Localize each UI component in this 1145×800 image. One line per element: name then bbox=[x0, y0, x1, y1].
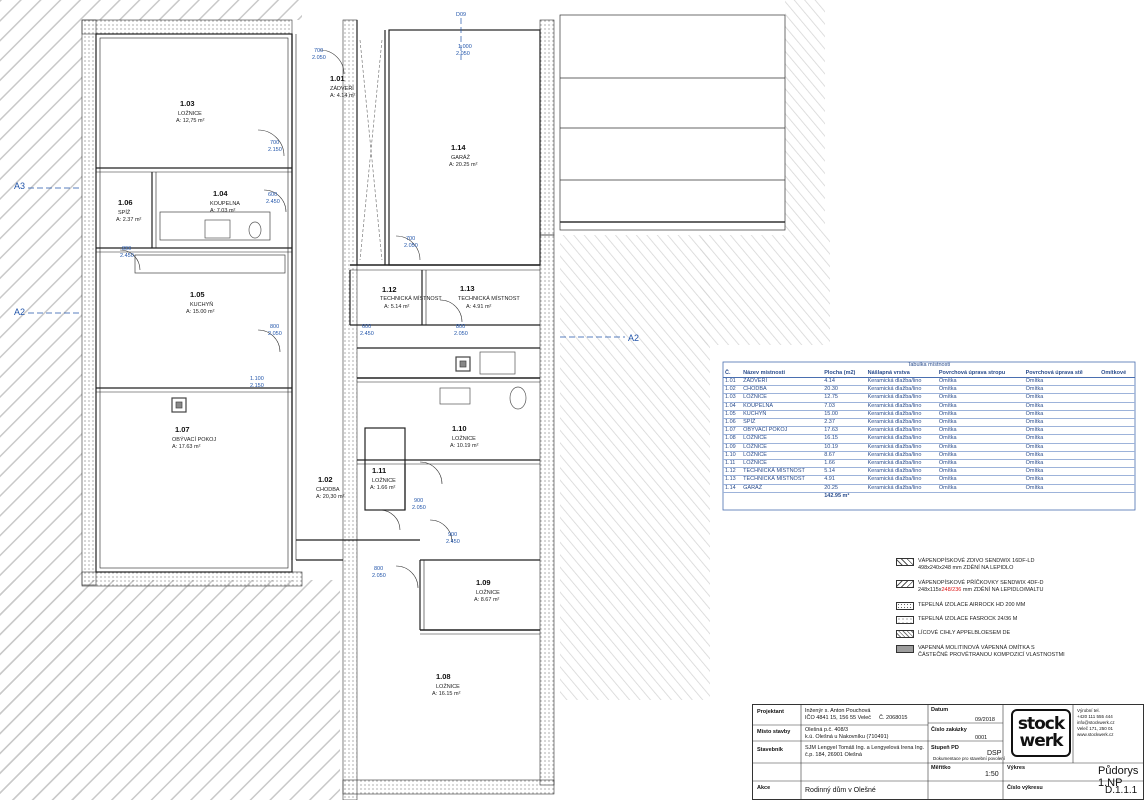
contact-5: www.stockwerk.cz bbox=[1077, 732, 1114, 737]
value-misto-1: Olešná p.č. 408/3 bbox=[805, 727, 849, 733]
sanitary-fixtures bbox=[204, 219, 527, 410]
value-cislo-zakazky: 0001 bbox=[975, 735, 988, 741]
label-projektant: Projektant bbox=[757, 709, 784, 715]
schedule-caption: Tabulka místností bbox=[907, 362, 951, 368]
label-misto-stavby: Místo stavby bbox=[757, 729, 791, 735]
terrain-hatch bbox=[0, 0, 830, 800]
label-meritko: Měřítko bbox=[931, 765, 951, 771]
value-stavebnik-1: SJM Lengyel Tomáš Ing. a Lengyelová Iren… bbox=[805, 745, 925, 751]
axis-label-a3-left: A3 bbox=[14, 181, 26, 191]
contact-1: Výrobní tel. bbox=[1077, 708, 1100, 713]
label-akce: Akce bbox=[757, 785, 771, 791]
label-datum: Datum bbox=[931, 707, 949, 713]
legend-item: TEPELNÁ IZOLACE AIRROCK HD 200 MM bbox=[896, 602, 1025, 610]
label-cislo-vykresu: Číslo výkresu bbox=[1007, 785, 1043, 791]
value-stupen-sub: Dokumentace pro stavební povolení bbox=[933, 756, 1006, 761]
label-vykres: Výkres bbox=[1007, 765, 1026, 771]
canopy bbox=[559, 14, 786, 231]
section-lines bbox=[28, 18, 625, 338]
title-block-grid bbox=[753, 705, 1143, 799]
legend-item: LÍCOVÉ CIHLY APPELBLOESEM DE bbox=[896, 630, 1010, 638]
contact-3: info@stockwerk.cz bbox=[1077, 720, 1115, 725]
legend-item: VÁPENOPÍSKOVÉ ZDIVO SENDWIX 16DF-LD 498x… bbox=[896, 558, 1034, 572]
legend-item: VAPENNÁ MOLITINOVÁ VÁPENNÁ OMÍTKA S ČÁST… bbox=[896, 645, 1065, 659]
label-cislo-zakazky: Číslo zakázky bbox=[931, 727, 967, 733]
legend-item: VÁPENOPÍSKOVÉ PŘÍČKOVKY SENDWIX 4DF-D 24… bbox=[896, 580, 1044, 594]
walls bbox=[95, 20, 541, 635]
value-misto-2: k.ú. Olešná u Nakovníku (710491) bbox=[805, 734, 889, 740]
contact-2: +420 111 555 444 bbox=[1077, 714, 1113, 719]
value-meritko: 1:50 bbox=[985, 771, 999, 778]
axis-label-d09: D09 bbox=[456, 12, 467, 18]
axis-label-a2-left: A2 bbox=[14, 307, 26, 317]
contact-4: Veleč 171, 250 01 bbox=[1077, 726, 1114, 731]
drawing-number: D.1.1.1 bbox=[1105, 785, 1138, 796]
drawing-title: Půdorys 1.NP bbox=[1098, 765, 1139, 789]
value-authorization-number: Č. 2068015 bbox=[879, 715, 908, 721]
garage-opening bbox=[359, 39, 383, 261]
value-akce: Rodinný dům v Olešné bbox=[805, 787, 876, 794]
room-schedule-table: Tabulka místností Č. Název místnosti Plo… bbox=[723, 362, 1135, 500]
label-stupen: Stupeň PD bbox=[931, 745, 959, 751]
schedule-header-row: Č. Název místnosti Plocha (m2) Nášlapná … bbox=[723, 369, 1135, 378]
axis-label-a2-right: A2 bbox=[628, 333, 640, 343]
value-stavebnik-2: č.p. 184, 26901 Olešná bbox=[805, 752, 862, 758]
legend-item: TEPELNÁ IZOLACE FASROCK 24/36 M bbox=[896, 616, 1017, 624]
kitchen-counters bbox=[134, 211, 471, 413]
schedule-total-row: 142.95 m² bbox=[824, 492, 850, 499]
value-datum: 09/2018 bbox=[975, 717, 995, 723]
title-block: Projektant Inženýr s. Anton Pouchová IČO… bbox=[752, 704, 1144, 800]
label-stavebnik: Stavebník bbox=[757, 747, 783, 753]
stockwerk-logo: stock werk bbox=[1011, 709, 1071, 757]
door-swings bbox=[119, 49, 463, 589]
value-projektant-name: Inženýr s. Anton Pouchová bbox=[805, 708, 871, 714]
insulation bbox=[81, 19, 555, 800]
value-projektant-address: IČO 4841 15, 156 55 Veleč bbox=[805, 715, 872, 721]
value-stupen: DSP bbox=[987, 750, 1002, 757]
